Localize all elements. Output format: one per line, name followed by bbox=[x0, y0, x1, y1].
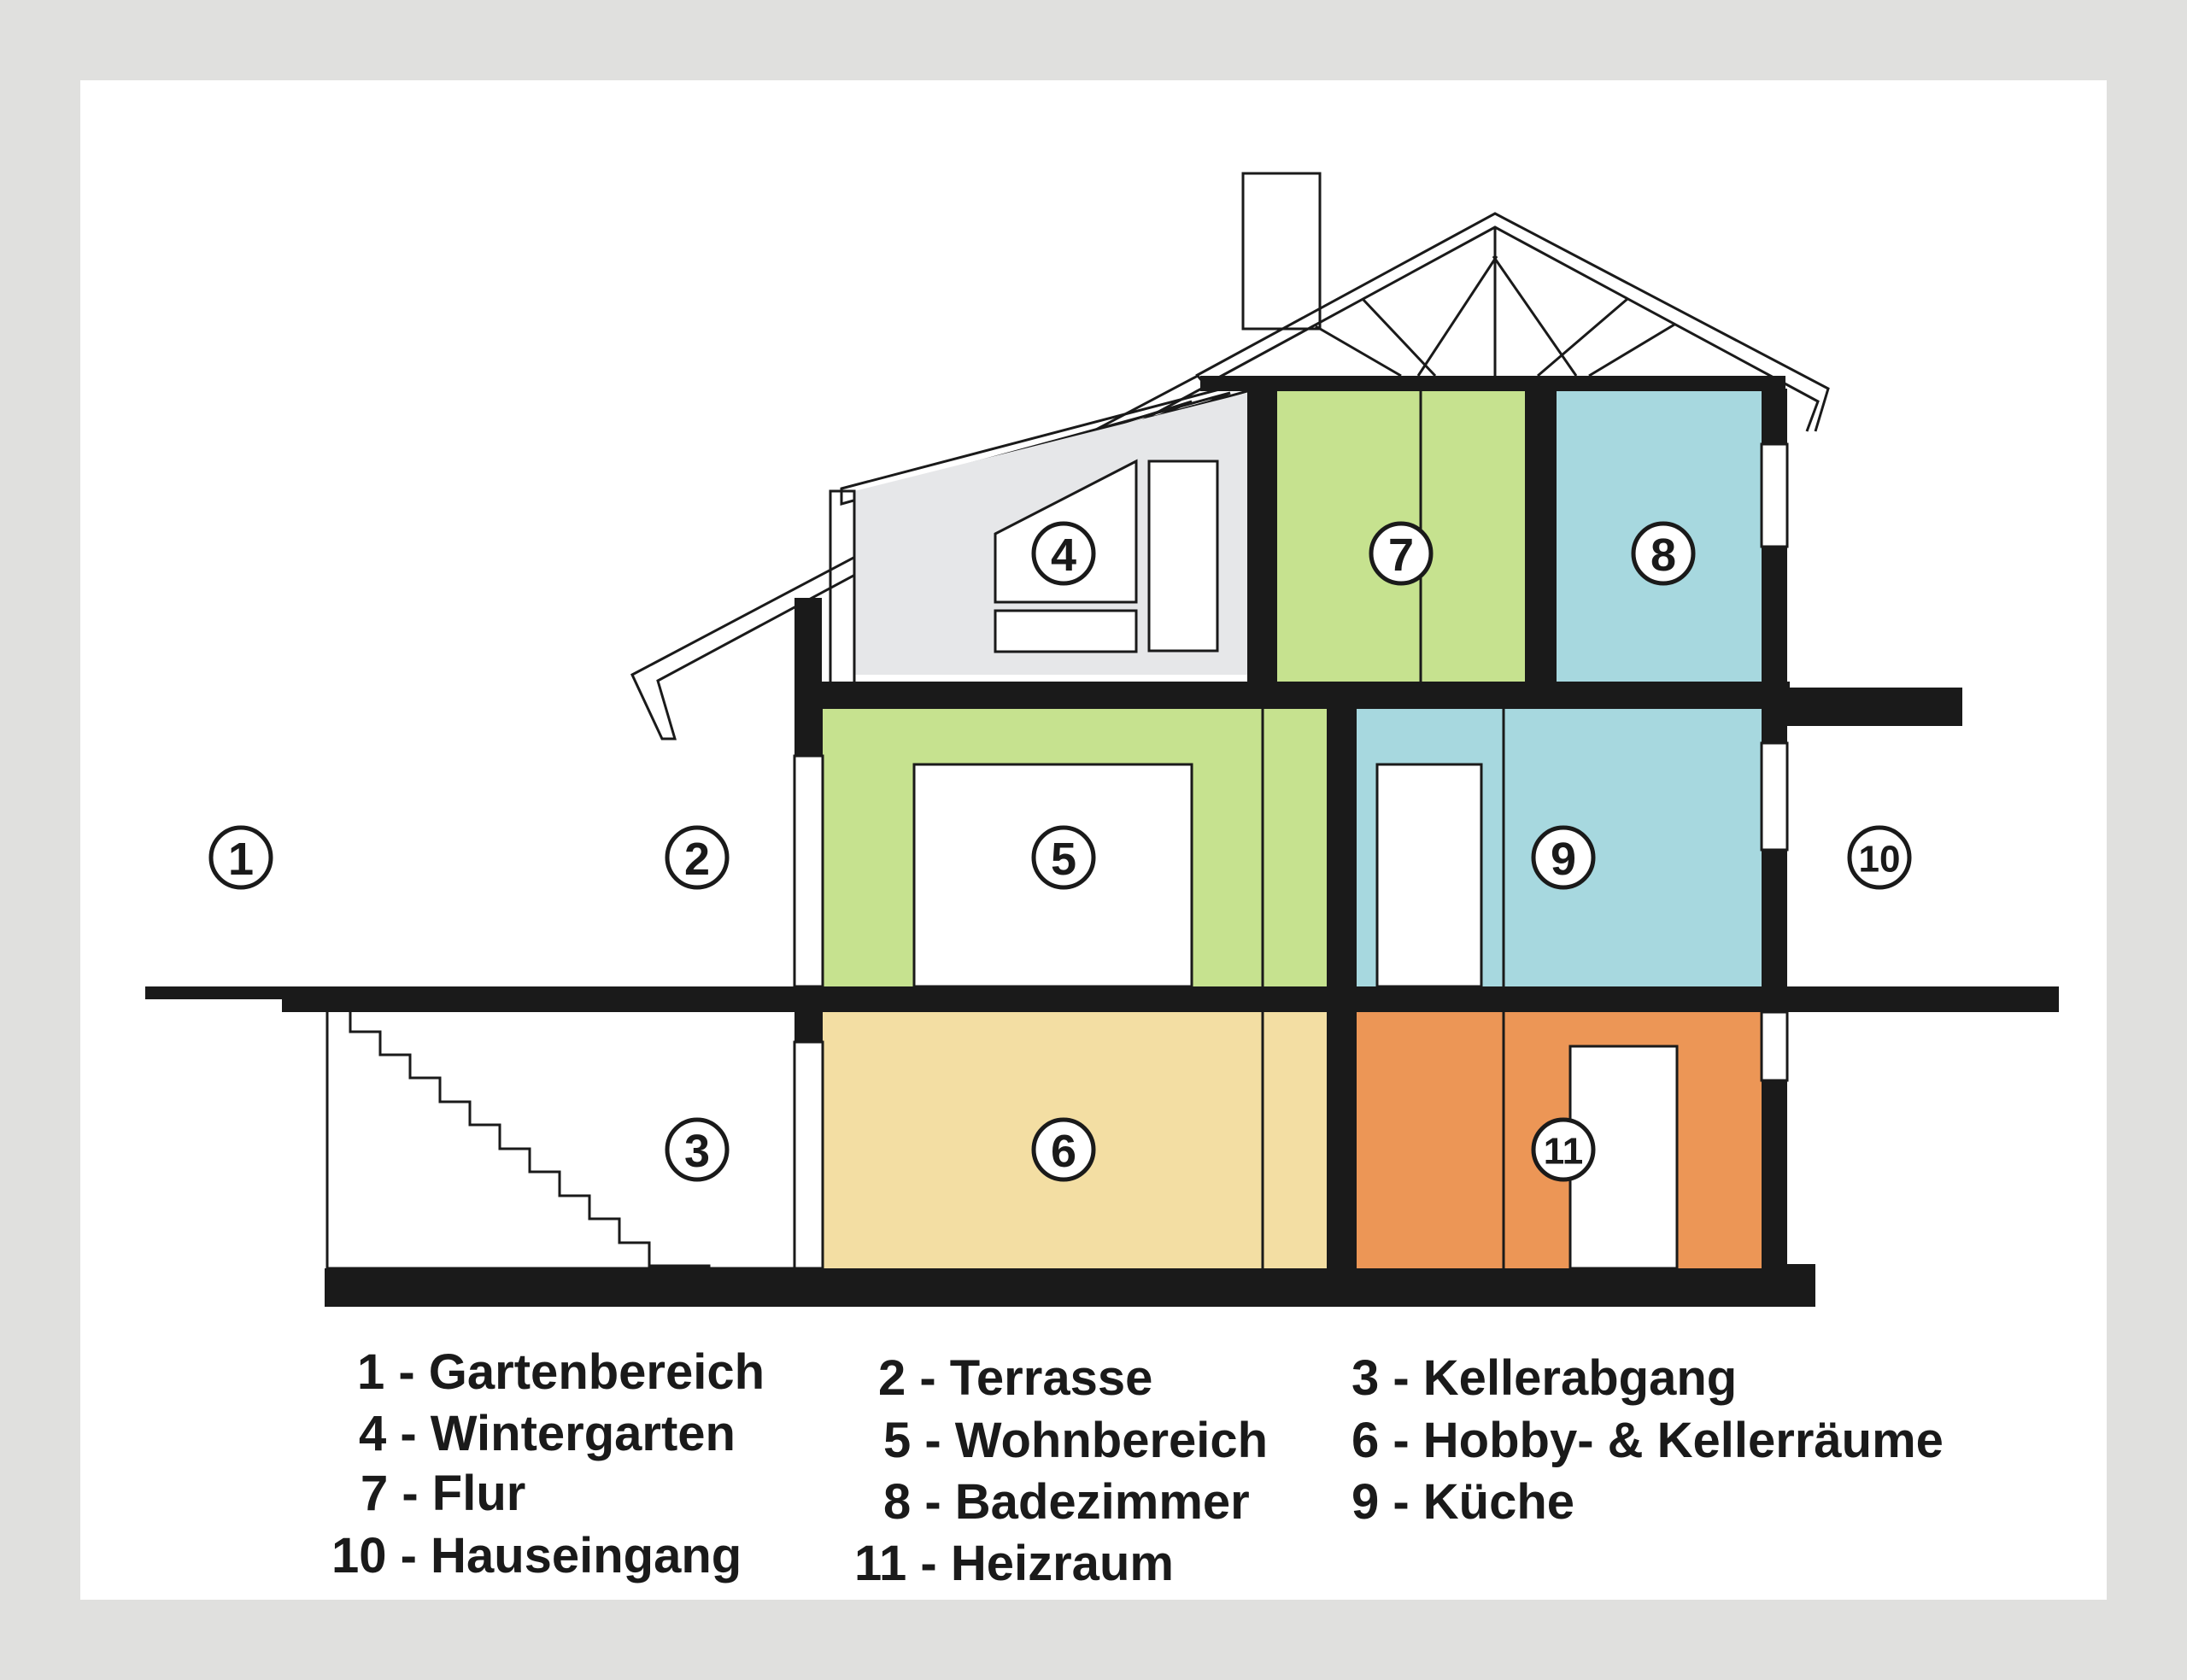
legend-item-11: 11 - Heizraum bbox=[854, 1536, 1174, 1591]
svg-text:4: 4 bbox=[1051, 530, 1076, 581]
legend-item-3: 3 - Kellerabgang bbox=[1351, 1350, 1738, 1406]
legend-item-2: 2 - Terrasse bbox=[878, 1350, 1153, 1406]
marker-11: 11 bbox=[1531, 1117, 1596, 1182]
svg-text:10: 10 bbox=[1859, 839, 1901, 881]
svg-text:8: 8 bbox=[1651, 530, 1676, 581]
svg-text:5: 5 bbox=[1051, 834, 1076, 885]
chimney bbox=[1241, 172, 1322, 331]
legend-item-1: 1 - Gartenbereich bbox=[357, 1344, 765, 1400]
main-roof bbox=[1195, 212, 1830, 432]
svg-text:7: 7 bbox=[1388, 530, 1414, 581]
svg-text:6: 6 bbox=[1051, 1126, 1076, 1177]
legend-item-5: 5 - Wohnbereich bbox=[883, 1413, 1269, 1468]
marker-3: 3 bbox=[665, 1117, 730, 1182]
walls bbox=[145, 376, 2059, 1307]
marker-8: 8 bbox=[1631, 521, 1696, 586]
marker-7: 7 bbox=[1369, 521, 1434, 586]
svg-text:9: 9 bbox=[1551, 834, 1576, 885]
svg-text:1: 1 bbox=[228, 834, 254, 885]
marker-6: 6 bbox=[1031, 1117, 1096, 1182]
cellar-stairs bbox=[325, 1012, 794, 1270]
marker-5: 5 bbox=[1031, 825, 1096, 890]
legend-item-6: 6 - Hobby- & Kellerräume bbox=[1351, 1413, 1944, 1468]
wall-windows bbox=[793, 442, 1789, 1270]
marker-10: 10 bbox=[1847, 825, 1912, 890]
svg-text:3: 3 bbox=[684, 1126, 710, 1177]
marker-4: 4 bbox=[1031, 521, 1096, 586]
legend-item-8: 8 - Badezimmer bbox=[883, 1474, 1250, 1530]
marker-1: 1 bbox=[208, 825, 273, 890]
legend-item-9: 9 - Küche bbox=[1351, 1474, 1575, 1530]
legend-item-7: 7 - Flur bbox=[361, 1466, 526, 1521]
svg-text:2: 2 bbox=[684, 834, 710, 885]
legend-item-10: 10 - Hauseingang bbox=[331, 1528, 742, 1583]
svg-text:11: 11 bbox=[1544, 1131, 1584, 1173]
marker-9: 9 bbox=[1531, 825, 1596, 890]
legend-item-4: 4 - Wintergarten bbox=[359, 1406, 736, 1461]
marker-2: 2 bbox=[665, 825, 730, 890]
